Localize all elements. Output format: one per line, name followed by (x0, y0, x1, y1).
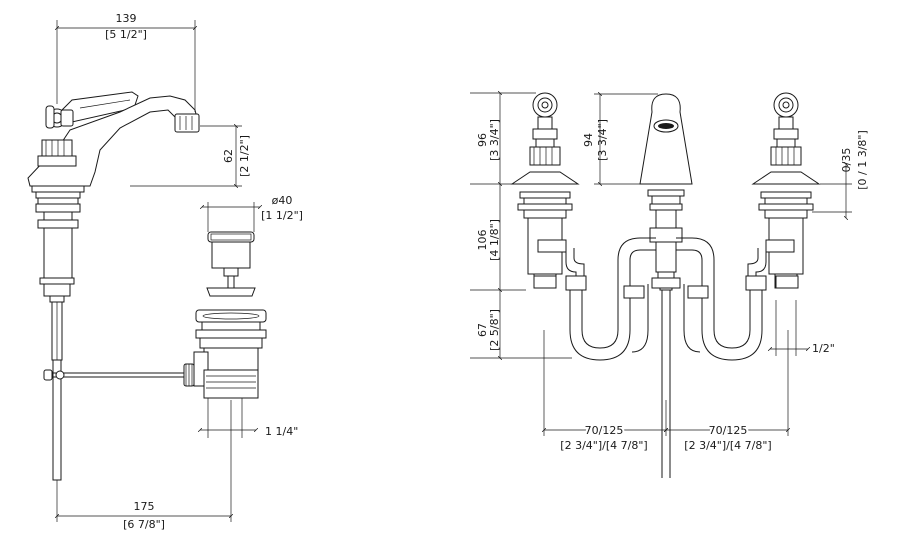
dim-62-inch-label: [2 1/2"] (238, 135, 251, 177)
dim-96-label: 96 (476, 133, 489, 147)
dim-035-inch-label: [0 / 1 3/8"] (856, 130, 869, 190)
side-drain (193, 231, 267, 399)
dim-o40-inch-label: [1 1/2"] (261, 209, 303, 222)
dim-106-label: 106 (476, 230, 489, 251)
dim-035-label: 0/35 (840, 148, 853, 173)
side-valve-stack (31, 139, 85, 481)
dim-94-inch-label: [3 3/4"] (596, 119, 609, 161)
dim-spread-right-label: 70/125 (709, 424, 748, 437)
dim-62-label: 62 (222, 149, 235, 163)
front-right-handle (751, 92, 821, 289)
dim-94-label: 94 (582, 133, 595, 147)
dim-side-drain-outlet: 1 1/4" (200, 398, 298, 438)
dim-spread-left-inch-label: [2 3/4"]/[4 7/8"] (560, 439, 647, 452)
dim-spread-right-inch-label: [2 3/4"]/[4 7/8"] (684, 439, 771, 452)
dim-139-inch-label: [5 1/2"] (105, 28, 147, 41)
dim-106-inch-label: [4 1/8"] (488, 219, 501, 261)
front-view: 96 [3 3/4"] 94 [3 3/4"] 0/35 [0 / 1 3/8"… (470, 93, 869, 478)
front-hoses (533, 237, 799, 361)
dim-side-top-width: 139 [5 1/2"] (57, 12, 195, 112)
front-spout (639, 93, 693, 478)
side-popup-rod (43, 363, 195, 387)
side-handle (45, 91, 139, 129)
dim-96-inch-label: [3 3/4"] (488, 119, 501, 161)
dim-12-label: 1/2" (812, 342, 835, 355)
dim-175-label: 175 (134, 500, 155, 513)
front-left-handle (510, 92, 580, 289)
dim-67-inch-label: [2 5/8"] (488, 309, 501, 351)
dim-front-spout-height: 94 [3 3/4"] (582, 94, 658, 184)
dim-side-bottom-width: 175 [6 7/8"] (57, 400, 231, 531)
dim-front-shank-height: 106 [4 1/8"] (470, 184, 526, 290)
dim-139-label: 139 (116, 12, 137, 25)
dim-front-deck-thickness: 0/35 [0 / 1 3/8"] (812, 130, 869, 218)
dim-side-drain-diameter: ø40 [1 1/2"] (202, 194, 303, 232)
dim-o40-label: ø40 (272, 194, 293, 207)
dim-67-label: 67 (476, 323, 489, 337)
side-view: 139 [5 1/2"] 62 [2 1/2"] ø40 [1 1/2"] 1 … (27, 12, 303, 531)
dim-front-lower-height: 67 [2 5/8"] (470, 290, 572, 358)
dim-side-spout-height: 62 [2 1/2"] (130, 126, 251, 186)
dim-front-connection: 1/2" (770, 300, 835, 356)
dim-114-label: 1 1/4" (265, 425, 298, 438)
dim-front-spread: 70/125 [2 3/4"]/[4 7/8"] 70/125 [2 3/4"]… (544, 330, 788, 452)
dim-spread-left-label: 70/125 (585, 424, 624, 437)
dim-front-handle-height: 96 [3 3/4"] (470, 93, 536, 184)
dim-175-inch-label: [6 7/8"] (123, 518, 165, 531)
